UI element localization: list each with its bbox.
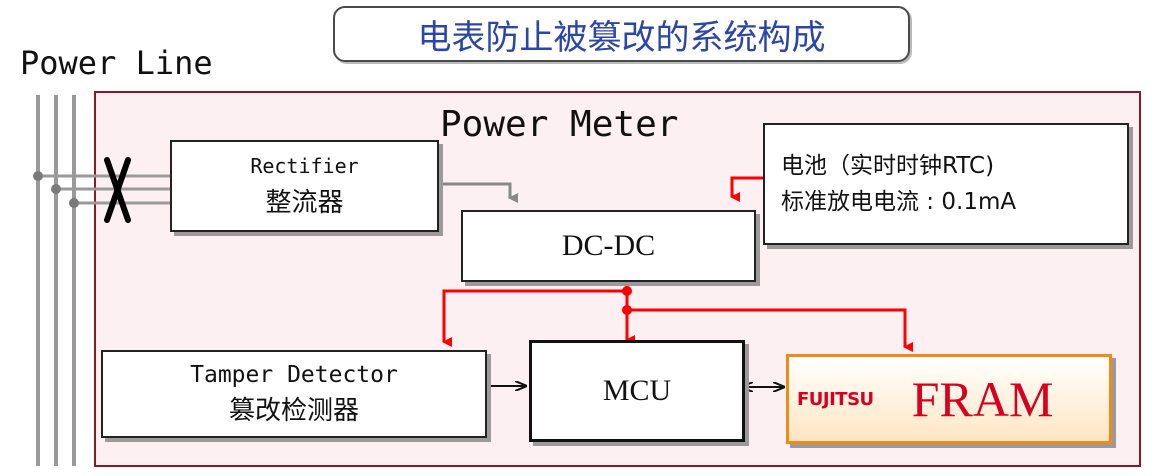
mcu-block: MCU [529,340,745,442]
battery-current-label: 标准放电电流 : 0.1mA [781,189,1017,215]
power-line-conductors [36,95,76,466]
power-distribution-wires [442,280,913,352]
dcdc-block: DC-DC [461,210,756,282]
junction-dot [33,171,43,181]
tamper-detector-block: Tamper Detector 篡改检测器 [101,350,487,438]
junction-dot [69,198,79,208]
tamper-detector-label-zh: 篡改检测器 [228,395,359,426]
fram-block: FUJITSU FRAM [786,354,1112,444]
mcu-label: MCU [602,374,672,407]
power-line-label: Power Line [20,44,213,82]
rectifier-block: Rectifier 整流器 [170,140,439,232]
fram-label: FRAM [911,371,1054,427]
fujitsu-logo: FUJITSU [797,388,874,410]
battery-label: 电池（实时时钟RTC) [781,153,995,179]
rectifier-to-dcdc-line [437,182,518,203]
tamper-detector-label-en: Tamper Detector [190,361,398,388]
junction-dot [51,184,61,194]
cut-mark-icon [104,157,131,223]
dcdc-label: DC-DC [561,229,656,262]
junction-dot [622,286,632,296]
rectifier-label-zh: 整流器 [265,187,344,218]
rectifier-label-en: Rectifier [250,153,359,178]
power-meter-label: Power Meter [440,104,679,145]
junction-dot [622,305,632,315]
battery-block: 电池（实时时钟RTC) 标准放电电流 : 0.1mA [763,123,1129,245]
diagram-title: 电表防止被篡改的系统构成 [333,6,910,62]
battery-to-dcdc-line [730,176,763,202]
